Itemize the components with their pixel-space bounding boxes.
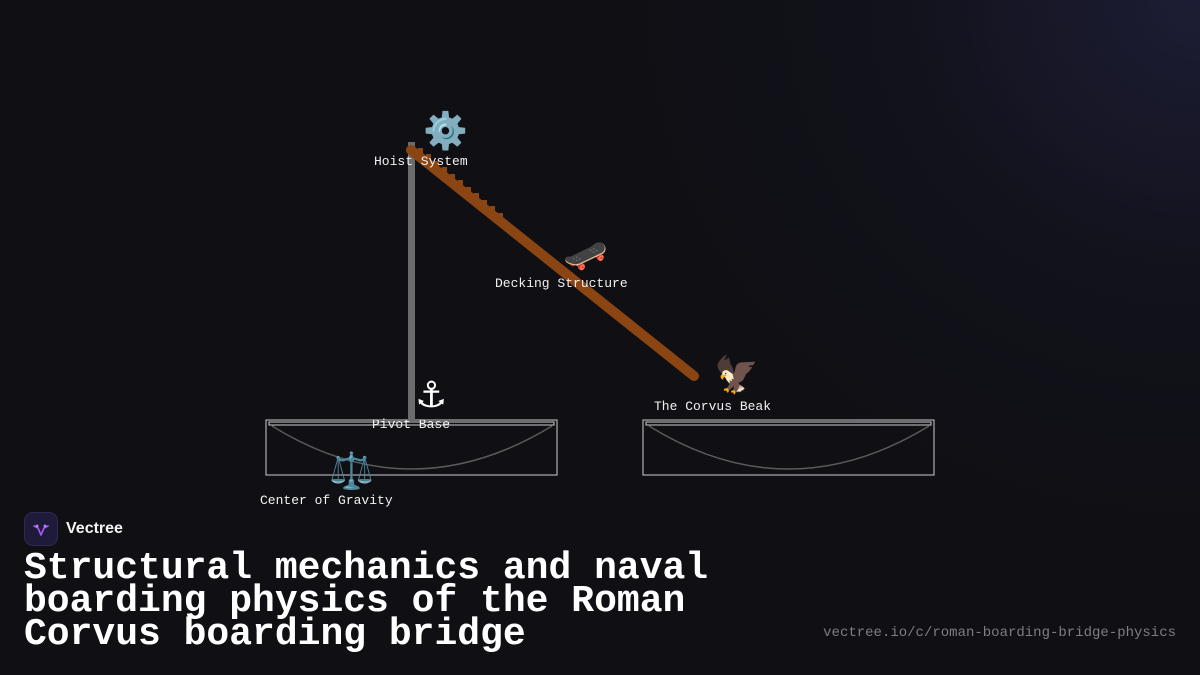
hoist-rope	[418, 148, 503, 220]
page-title: Structural mechanics and naval boarding …	[24, 547, 709, 656]
source-url-link[interactable]: vectree.io/c/roman-boarding-bridge-physi…	[823, 625, 1176, 641]
skateboard-icon: 🛹	[563, 235, 608, 276]
enemy-ship-deck	[645, 421, 932, 426]
enemy-ship-keel-curve	[648, 425, 930, 470]
corvus-mast	[408, 142, 415, 422]
brand[interactable]: Vectree	[24, 512, 123, 546]
corvus-beak-label: The Corvus Beak	[654, 399, 772, 414]
decking-structure-label: Decking Structure	[495, 276, 628, 291]
enemy-ship-hull-outline	[642, 419, 935, 476]
center-of-gravity-label: Center of Gravity	[260, 493, 393, 508]
enemy-ship-hull	[642, 419, 935, 476]
roman-ship-keel-curve	[271, 425, 553, 470]
gear-icon: ⚙️	[423, 111, 468, 152]
balance-scale-icon: ⚖️	[329, 451, 374, 492]
eagle-icon: 🦅	[714, 355, 759, 396]
brand-name: Vectree	[66, 520, 123, 537]
corvus-bridge-plank	[406, 145, 699, 381]
background-glow	[640, 0, 1200, 520]
vectree-logo-icon	[24, 512, 58, 546]
anchor-icon: ⚓	[415, 375, 448, 416]
pivot-base-label: Pivot Base	[372, 417, 451, 432]
hoist-system-label: Hoist System	[374, 154, 468, 169]
